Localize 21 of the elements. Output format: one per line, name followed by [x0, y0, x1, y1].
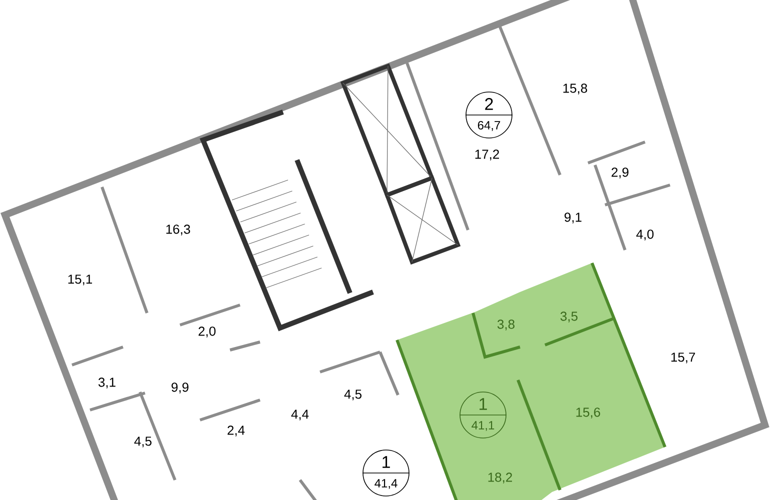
apartment-badge: 1 41,4 [362, 450, 410, 496]
room-area: 16,3 [166, 224, 190, 236]
room-area: 9,1 [564, 212, 582, 224]
room-area: 9,9 [172, 382, 188, 394]
room-area: 4,5 [344, 390, 362, 400]
room-area: 15,1 [68, 274, 92, 286]
room-area: 4,4 [291, 410, 309, 420]
room-area: 2,4 [228, 426, 245, 436]
room-area: 4,0 [636, 230, 654, 240]
room-area: 15,8 [563, 84, 588, 94]
room-area: 18,2 [488, 472, 512, 484]
room-area: 4,5 [134, 436, 152, 448]
room-area: 15,7 [671, 352, 695, 364]
room-area: 3,5 [560, 312, 578, 322]
room-area: 15,6 [576, 408, 600, 418]
apartment-badge: 1 41,1 [459, 392, 507, 438]
room-area: 2,0 [198, 326, 216, 338]
room-area: 3,8 [497, 320, 514, 330]
room-area: 3,1 [98, 378, 116, 388]
room-area: 2,9 [612, 168, 628, 178]
apartment-badge: 2 64,7 [465, 92, 513, 138]
